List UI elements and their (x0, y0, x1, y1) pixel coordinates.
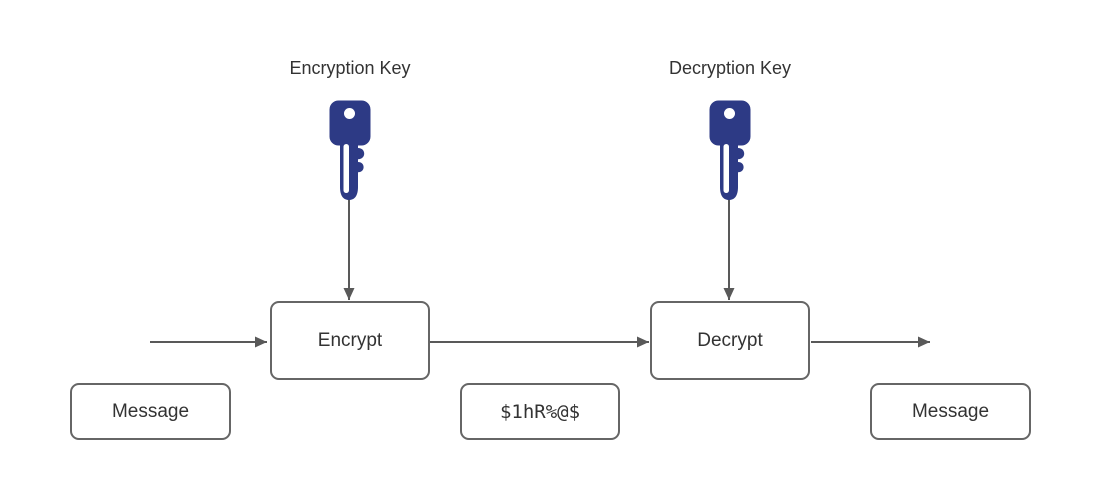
decryption-key-icon (709, 100, 751, 200)
encryption-key-label: Encryption Key (289, 58, 411, 78)
ciphertext-node: $1hR%@$ (460, 383, 620, 440)
message-output-node: Message (870, 383, 1031, 440)
encryption-key-icon (329, 100, 371, 200)
encrypt-node: Encrypt (270, 301, 430, 380)
message-input-node: Message (70, 383, 231, 440)
decrypt-node: Decrypt (650, 301, 810, 380)
decryption-key-label: Decryption Key (668, 58, 792, 78)
